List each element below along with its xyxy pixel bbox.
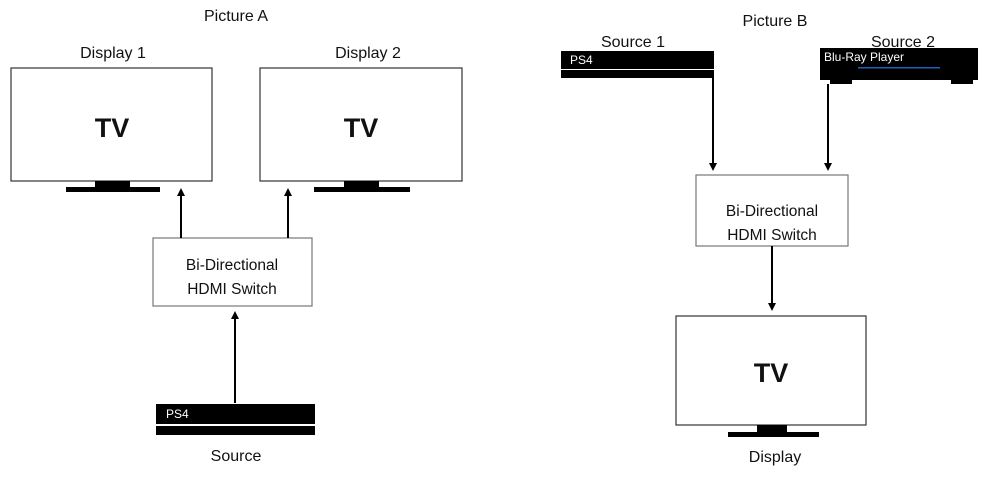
display-b-screen-text: TV: [754, 358, 789, 388]
display-b-stand-neck: [757, 425, 787, 432]
source-a-device-body: [156, 404, 315, 424]
source-1-device-base: [561, 70, 714, 78]
source-1-device-body: [561, 51, 714, 69]
source-a-device: PS4: [156, 404, 315, 435]
display-b-label: Display: [749, 449, 801, 466]
switch-a-line-2: HDMI Switch: [187, 281, 277, 298]
display-b-stand-base: [728, 432, 819, 437]
source-2-device: Blu-Ray Player: [820, 48, 978, 84]
picture-a-title: Picture A: [204, 8, 268, 25]
switch-b-line-2: HDMI Switch: [727, 227, 817, 244]
display-2-stand-neck: [344, 181, 379, 187]
display-2-screen: [259, 67, 463, 182]
source-2-disc-tray: [858, 67, 940, 69]
display-b-screen: [675, 315, 867, 426]
picture-b-title: Picture B: [743, 13, 808, 30]
display-1: Display 1 TV: [10, 45, 213, 192]
display-1-stand-base: [66, 187, 160, 192]
picture-a: Picture A Display 1 TV Display 2 TV Bi-D…: [10, 8, 463, 465]
switch-a-line-1: Bi-Directional: [186, 257, 278, 274]
source-2-label: Source 2: [871, 34, 935, 51]
source-2-device-body: [820, 48, 978, 80]
source-2-foot-right: [951, 80, 973, 84]
display-1-screen-text: TV: [95, 113, 130, 143]
source-1-device: PS4: [561, 51, 714, 78]
display-1-label: Display 1: [80, 45, 146, 62]
switch-a: Bi-Directional HDMI Switch: [152, 237, 313, 307]
source-1-label: Source 1: [601, 34, 665, 51]
source-2-device-text: Blu-Ray Player: [824, 50, 904, 64]
picture-b: Picture B Source 1 PS4 Source 2 Blu-Ray …: [561, 13, 978, 466]
source-1-device-text: PS4: [570, 53, 593, 67]
switch-a-box: [152, 237, 313, 307]
display-2-label: Display 2: [335, 45, 401, 62]
display-b: TV: [675, 315, 867, 437]
switch-b-line-1: Bi-Directional: [726, 203, 818, 220]
display-2-stand-base: [314, 187, 410, 192]
display-1-stand-neck: [95, 181, 130, 187]
display-2-screen-text: TV: [344, 113, 379, 143]
source-a-device-base: [156, 426, 315, 435]
switch-b: Bi-Directional HDMI Switch: [695, 174, 849, 247]
source-a-label: Source: [211, 448, 262, 465]
source-a-device-text: PS4: [166, 407, 189, 421]
display-2: Display 2 TV: [259, 45, 463, 192]
source-2-foot-left: [830, 80, 852, 84]
display-1-screen: [10, 67, 213, 182]
